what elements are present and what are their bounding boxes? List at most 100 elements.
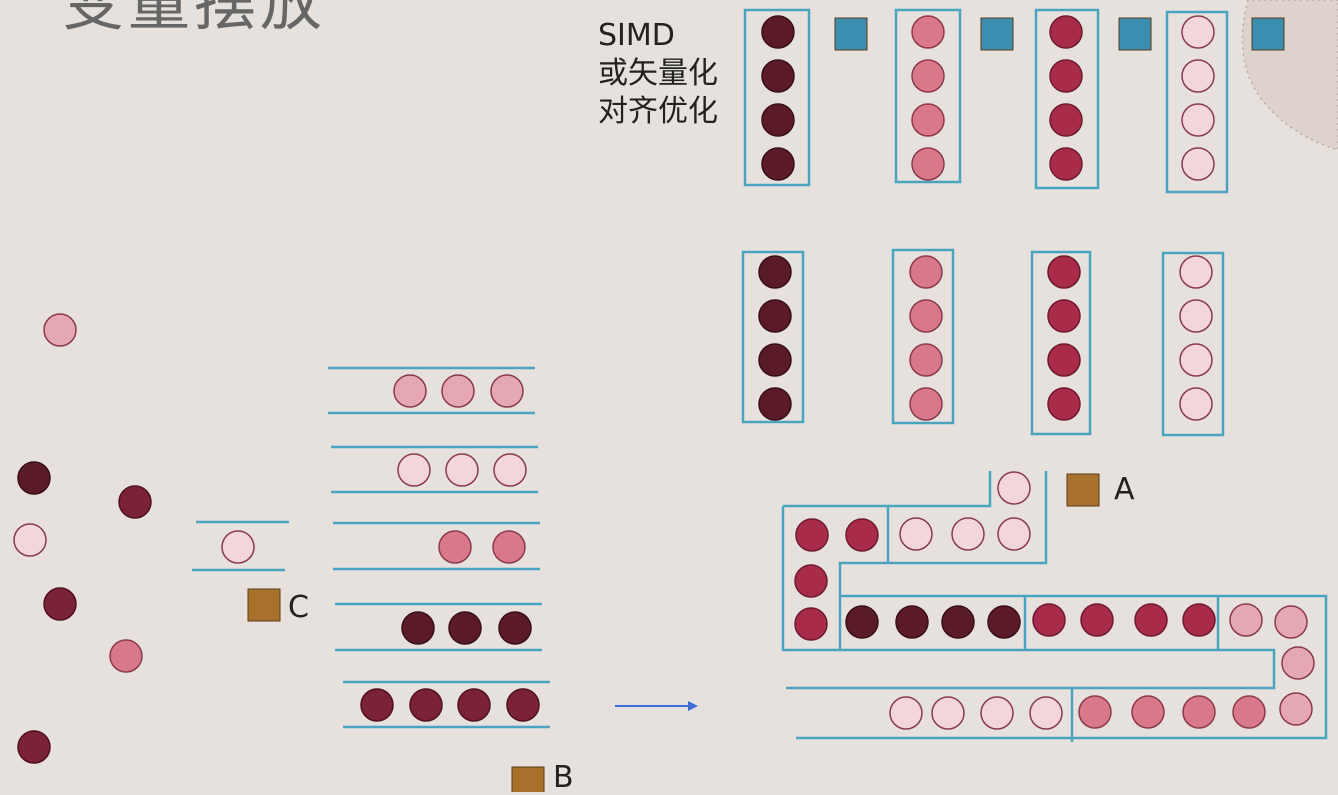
- circle-crimson: [1134, 603, 1168, 637]
- circle-light-pink: [931, 696, 965, 730]
- circle-light-pink: [1179, 343, 1213, 377]
- circle-crimson: [1047, 299, 1081, 333]
- circle-dark-maroon: [761, 15, 795, 49]
- simd-column-box: [1165, 10, 1229, 194]
- circle-dark-maroon: [758, 387, 792, 421]
- marker-b-square: [511, 766, 545, 792]
- marker-a-square: [1066, 473, 1100, 507]
- padding-square: [1118, 17, 1152, 51]
- circle-light-pink: [1029, 696, 1063, 730]
- simd-column-box: [1030, 250, 1092, 436]
- circle-dark-maroon: [987, 605, 1021, 639]
- circle-rose: [438, 530, 472, 564]
- circle-crimson: [1049, 15, 1083, 49]
- circle-dark-maroon: [761, 59, 795, 93]
- circle-dark-maroon: [895, 605, 929, 639]
- circle-maroon: [457, 688, 491, 722]
- circle-dark-maroon: [845, 605, 879, 639]
- circle-light-pink: [397, 453, 431, 487]
- circle-rose: [909, 299, 943, 333]
- snake-outline: [786, 648, 1276, 690]
- marker-c-square: [247, 588, 281, 622]
- circle-rose: [1078, 695, 1112, 729]
- circle-crimson: [1049, 147, 1083, 181]
- circle-dark-maroon: [17, 461, 51, 495]
- simd-column-box: [894, 8, 962, 184]
- circle-rose: [1232, 695, 1266, 729]
- circle-pink: [441, 374, 475, 408]
- circle-crimson: [1080, 603, 1114, 637]
- snake-outline: [796, 594, 1328, 740]
- circle-maroon: [118, 485, 152, 519]
- circle-light-pink: [13, 523, 47, 557]
- marker-label-c: C: [288, 590, 309, 625]
- simd-column-box: [891, 248, 955, 425]
- circle-crimson: [1032, 603, 1066, 637]
- circle-light-pink: [997, 517, 1031, 551]
- circle-light-pink: [1181, 147, 1215, 181]
- circle-light-pink: [980, 696, 1014, 730]
- circle-light-pink: [1181, 103, 1215, 137]
- circle-crimson: [1049, 103, 1083, 137]
- marker-label-b: B: [553, 760, 574, 795]
- circle-rose: [1182, 695, 1216, 729]
- simd-alignment-label: SIMD 或矢量化 对齐优化: [598, 17, 718, 131]
- circle-rose: [911, 15, 945, 49]
- circle-pink: [490, 374, 524, 408]
- circle-rose: [909, 343, 943, 377]
- padding-square: [980, 17, 1014, 51]
- circle-crimson: [1047, 255, 1081, 289]
- simd-column-box: [1034, 8, 1100, 190]
- snake-outline: [838, 471, 1048, 650]
- circle-light-pink: [1181, 15, 1215, 49]
- circle-dark-maroon: [941, 605, 975, 639]
- circle-light-pink: [951, 517, 985, 551]
- arrow-head: [688, 701, 698, 711]
- circle-light-pink: [997, 471, 1031, 505]
- simd-label-line-3: 对齐优化: [598, 94, 718, 129]
- circle-light-pink: [1179, 387, 1213, 421]
- padding-square: [834, 17, 868, 51]
- circle-light-pink: [1179, 299, 1213, 333]
- circle-dark-maroon: [761, 103, 795, 137]
- simd-column-box: [1161, 251, 1225, 437]
- simd-column-box: [741, 250, 805, 424]
- circle-crimson: [1047, 343, 1081, 377]
- circle-crimson: [795, 518, 829, 552]
- circle-rose: [911, 103, 945, 137]
- circle-rose: [909, 255, 943, 289]
- circle-dark-maroon: [401, 611, 435, 645]
- circle-dark-maroon: [448, 611, 482, 645]
- snake-outline: [781, 506, 840, 652]
- circle-crimson: [1049, 59, 1083, 93]
- padding-square: [1251, 17, 1285, 51]
- circle-crimson: [1047, 387, 1081, 421]
- circle-dark-maroon: [758, 343, 792, 377]
- snake-outline: [888, 471, 992, 508]
- circle-dark-maroon: [758, 255, 792, 289]
- circle-maroon: [409, 688, 443, 722]
- circle-crimson: [845, 518, 879, 552]
- circle-rose: [911, 147, 945, 181]
- simd-label-line-1: SIMD: [598, 18, 675, 53]
- circle-pink: [1229, 603, 1263, 637]
- circle-light-pink: [889, 696, 923, 730]
- simd-column-box: [743, 8, 811, 187]
- circle-pink: [1279, 692, 1313, 726]
- circle-rose: [911, 59, 945, 93]
- simd-label-line-2: 或矢量化: [598, 56, 718, 91]
- marker-label-a: A: [1114, 472, 1135, 507]
- circle-pink: [1281, 646, 1315, 680]
- circle-light-pink: [445, 453, 479, 487]
- page-title: 变量摆放: [62, 0, 327, 39]
- circle-pink: [393, 374, 427, 408]
- circle-maroon: [360, 688, 394, 722]
- circle-crimson: [794, 564, 828, 598]
- circle-crimson: [1182, 603, 1216, 637]
- circle-light-pink: [899, 517, 933, 551]
- circle-rose: [109, 639, 143, 673]
- circle-light-pink: [221, 530, 255, 564]
- circle-crimson: [794, 607, 828, 641]
- circle-dark-maroon: [758, 299, 792, 333]
- circle-pink: [1274, 605, 1308, 639]
